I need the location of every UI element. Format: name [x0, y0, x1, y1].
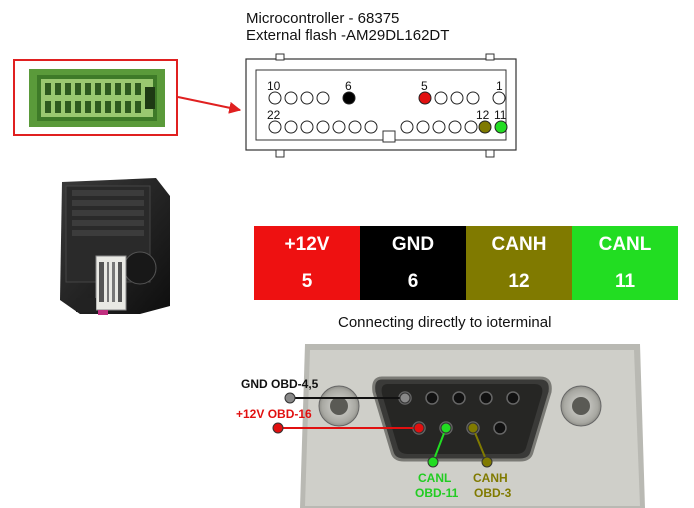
chip-info: Microcontroller - 68375 External flash -… [246, 10, 449, 44]
canh-wire-end [481, 456, 493, 468]
pin-12v-value: 5 [254, 263, 360, 300]
microcontroller-label: Microcontroller - 68375 [246, 10, 400, 27]
connector-photo-frame [13, 59, 178, 136]
pin-5-label: 5 [421, 79, 428, 93]
canl-wire-end [427, 456, 439, 468]
table-pin-row: 5 6 12 11 [254, 263, 678, 300]
connector-photo [29, 69, 165, 127]
v12-label: +12V OBD-16 [236, 407, 312, 421]
pin-5-marker [418, 91, 432, 105]
header-canh: CANH [466, 226, 572, 263]
header-gnd: GND [360, 226, 466, 263]
canh-label-1: CANH [473, 471, 508, 485]
pin-gnd-value: 6 [360, 263, 466, 300]
wiring [272, 392, 493, 468]
canh-label-2: OBD-3 [474, 486, 512, 500]
pin-11-marker [494, 120, 508, 134]
canh-wire [472, 427, 488, 463]
connection-title: Connecting directly to ioterminal [338, 314, 552, 331]
pin-12-label: 12 [476, 108, 490, 122]
header-12v: +12V [254, 226, 360, 263]
v12-wire-end [272, 422, 284, 434]
external-flash-label: External flash -AM29DL162DT [246, 27, 450, 44]
pin-11-label: 11 [494, 108, 507, 122]
gnd-label: GND OBD-4,5 [241, 377, 319, 391]
header-canl: CANL [572, 226, 678, 263]
pin-10-label: 10 [267, 79, 281, 93]
pin-1-label: 1 [496, 79, 503, 93]
pin-6-label: 6 [345, 79, 352, 93]
pin-12-marker [478, 120, 492, 134]
pin-assignment-table: +12V GND CANH CANL 5 6 12 11 [254, 226, 678, 300]
table-header-row: +12V GND CANH CANL [254, 226, 678, 263]
gnd-wire-end [284, 392, 296, 404]
pin-6-marker [342, 91, 356, 105]
pin-canh-value: 12 [466, 263, 572, 300]
pin-22-label: 22 [267, 108, 281, 122]
canl-label-1: CANL [418, 471, 451, 485]
canl-label-2: OBD-11 [415, 486, 459, 500]
pointer-arrow [177, 96, 242, 114]
pin-canl-value: 11 [572, 263, 678, 300]
connector-pinout: 10 6 5 1 22 12 11 [245, 53, 517, 158]
canl-wire [432, 427, 447, 463]
ecu-module-image [52, 178, 172, 318]
